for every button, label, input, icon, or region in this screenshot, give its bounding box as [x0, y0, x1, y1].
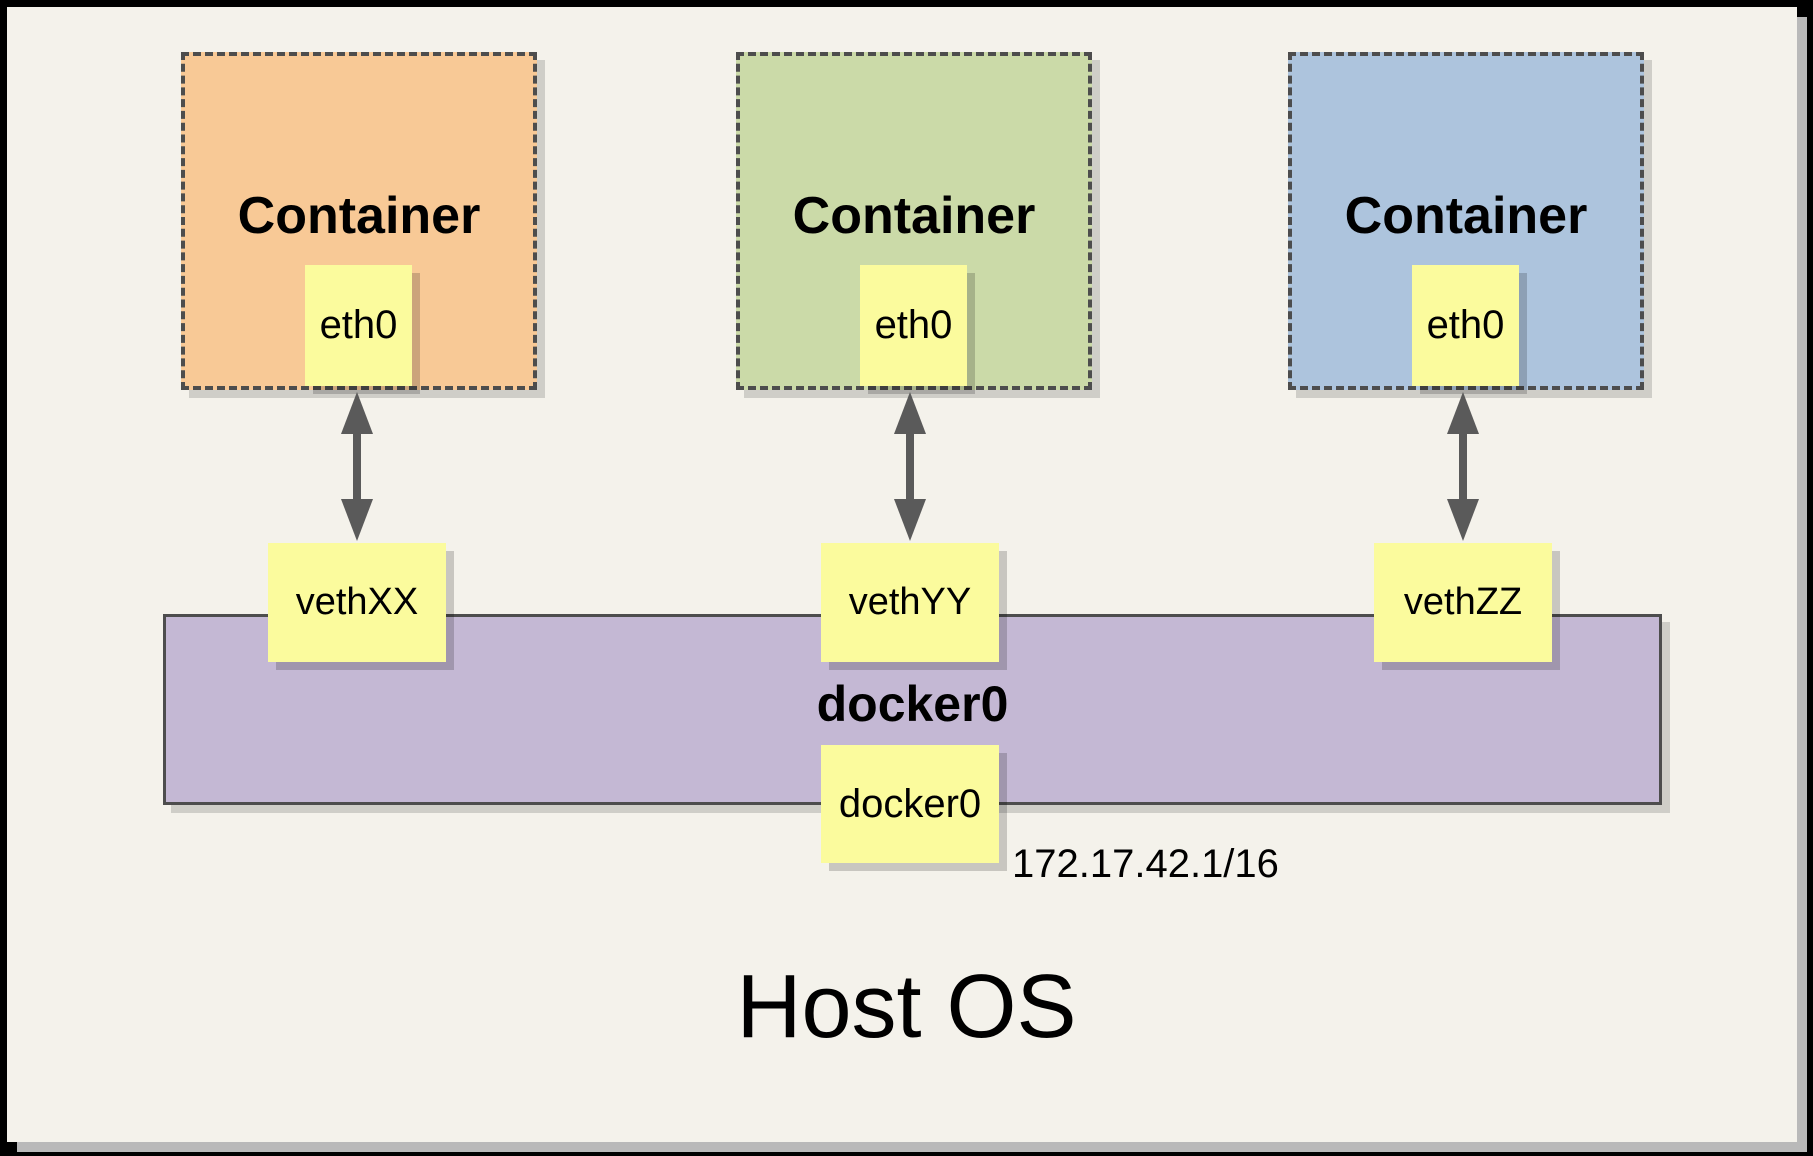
vethxx-box: vethXX: [268, 543, 446, 662]
eth0-interface-box-1: eth0: [305, 265, 412, 386]
eth0-interface-box-3: eth0: [1412, 265, 1519, 386]
eth0-label-1: eth0: [319, 303, 398, 347]
double-arrow-icon-1: [341, 392, 373, 541]
container-label-1: Container: [237, 187, 481, 246]
docker0-interface-box: docker0: [821, 745, 999, 863]
double-arrow-icon-2: [894, 392, 926, 541]
docker0-interface-label: docker0: [838, 781, 982, 826]
eth0-label-2: eth0: [874, 303, 953, 347]
vethzz-box: vethZZ: [1374, 543, 1552, 662]
eth0-interface-box-2: eth0: [860, 265, 967, 386]
container-box-1: Container eth0: [181, 52, 537, 390]
vethyy-label: vethYY: [848, 581, 972, 623]
docker0-bridge-label: docker0: [816, 675, 1009, 732]
vethzz-label: vethZZ: [1403, 581, 1523, 623]
bridge-ip-label: 172.17.42.1/16: [1012, 842, 1279, 886]
container-label-2: Container: [792, 187, 1036, 246]
eth0-label-3: eth0: [1426, 303, 1505, 347]
container-label-3: Container: [1344, 187, 1588, 246]
container-box-2: Container eth0: [736, 52, 1092, 390]
double-arrow-icon-3: [1447, 392, 1479, 541]
vethyy-box: vethYY: [821, 543, 999, 662]
container-box-3: Container eth0: [1288, 52, 1644, 390]
host-os-label: Host OS: [736, 957, 1077, 1057]
vethxx-label: vethXX: [295, 581, 419, 623]
